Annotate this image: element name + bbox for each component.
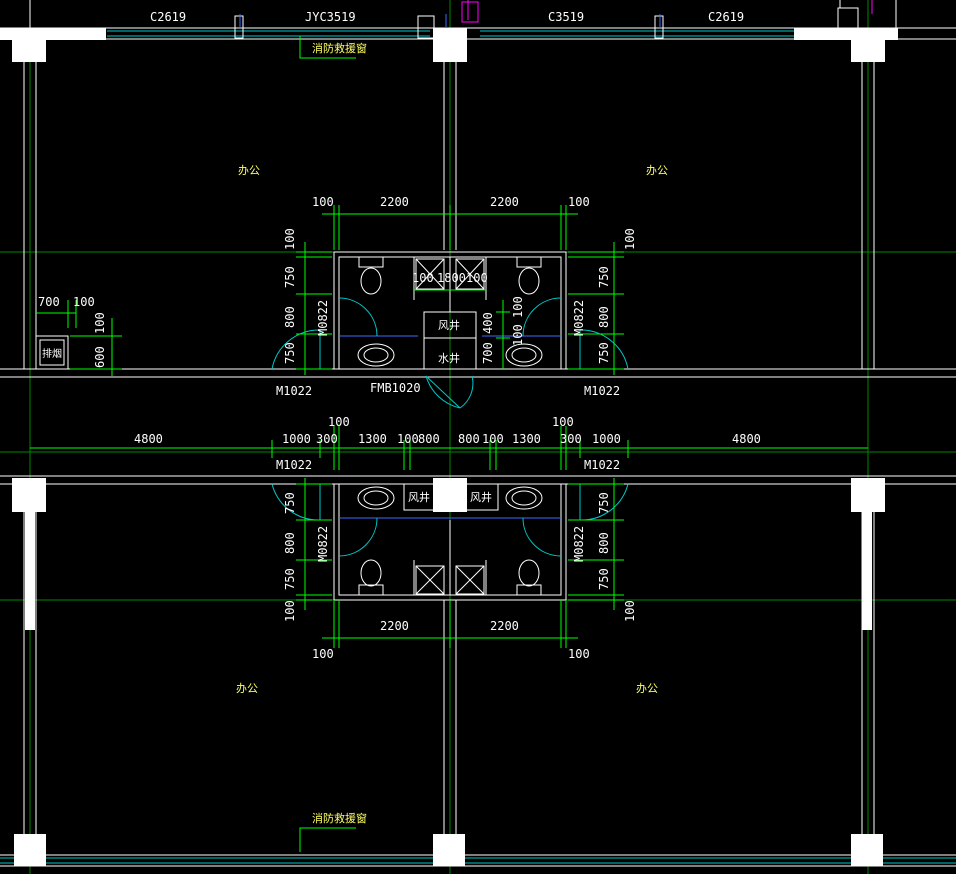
fire-rescue-window-label-top: 消防救援窗 [312, 41, 367, 55]
dim-800-corridor-right: 800 [458, 432, 480, 446]
window-label-c2619-left: C2619 [150, 10, 186, 24]
dim-2200-bottom-left: 2200 [380, 619, 409, 633]
dim-300-right: 300 [560, 432, 582, 446]
window-label-c3519: C3519 [548, 10, 584, 24]
dim-100-left-small: 100 [73, 295, 95, 309]
dim-600-left: 600 [93, 346, 107, 368]
dim-400-core: 400 [481, 312, 495, 334]
dim-100-corridor-left: 100 [328, 415, 350, 429]
dim-750-right-upper-b: 750 [597, 342, 611, 364]
smoke-exhaust-label: 排烟 [42, 347, 62, 360]
dim-100-corridor-right: 100 [552, 415, 574, 429]
dim-750-left-lower-b: 750 [283, 568, 297, 590]
water-shaft-label: 水井 [438, 351, 460, 365]
dim-100-right-lower: 100 [623, 600, 637, 622]
restroom-core-lower [333, 483, 567, 601]
dim-100-left-upper: 100 [283, 228, 297, 250]
dim-4800-right: 4800 [732, 432, 761, 446]
dim-750-right-upper-a: 750 [597, 266, 611, 288]
dim-750-left-upper-b: 750 [283, 342, 297, 364]
smoke-exhaust-box [35, 335, 69, 370]
dim-100-top-right: 100 [568, 195, 590, 209]
dim-2200-bottom-right: 2200 [490, 619, 519, 633]
dim-1300-right: 1300 [512, 432, 541, 446]
blue-marks [239, 14, 661, 28]
dimension-lines [30, 205, 868, 648]
office-label-ne: 办公 [646, 164, 668, 177]
dim-100-left-vertical: 100 [93, 312, 107, 334]
door-fmb1020: FMB1020 [370, 381, 421, 395]
door-m0822-upper-left: M0822 [316, 300, 330, 336]
columns [0, 28, 898, 866]
dim-100-core-d: 100 [511, 324, 525, 346]
walls [0, 27, 956, 867]
air-shaft-label-lower-left: 风井 [408, 490, 430, 504]
dim-800-right-lower: 800 [597, 532, 611, 554]
dim-100-bottom-right: 100 [568, 647, 590, 661]
dim-1300-left: 1300 [358, 432, 387, 446]
air-shaft-label-upper: 风井 [438, 318, 460, 332]
door-m0822-lower-left: M0822 [316, 526, 330, 562]
dim-1000-left: 1000 [282, 432, 311, 446]
dim-100-core-b: 100 [466, 271, 488, 285]
dim-1000-right: 1000 [592, 432, 621, 446]
dim-750-right-lower-a: 750 [597, 492, 611, 514]
top-wall-details [29, 0, 897, 39]
dim-100-corridor-b: 100 [482, 432, 504, 446]
dim-300-left: 300 [316, 432, 338, 446]
dim-750-left-upper-a: 750 [283, 266, 297, 288]
dim-750-right-lower-b: 750 [597, 568, 611, 590]
window-label-jyc3519: JYC3519 [305, 10, 356, 24]
office-label-se: 办公 [636, 682, 658, 695]
magenta-marker [461, 0, 873, 23]
dim-100-bottom-left: 100 [312, 647, 334, 661]
restroom-core-upper [333, 251, 567, 370]
dim-800-right-upper: 800 [597, 306, 611, 328]
office-label-sw: 办公 [236, 682, 258, 695]
dim-1800-core: 1800 [437, 271, 466, 285]
dim-2200-top-left: 2200 [380, 195, 409, 209]
labels: C2619 JYC3519 C3519 C2619 消防救援窗 消防救援窗 办公… [38, 10, 761, 825]
rescue-leaders [299, 36, 356, 852]
dim-4800-left: 4800 [134, 432, 163, 446]
air-shaft-label-lower-right: 风井 [470, 490, 492, 504]
dim-800-left-upper: 800 [283, 306, 297, 328]
door-m0822-upper-right: M0822 [572, 300, 586, 336]
office-label-nw: 办公 [238, 164, 260, 177]
dim-100-corridor-a: 100 [397, 432, 419, 446]
window-label-c2619-right: C2619 [708, 10, 744, 24]
door-m1022-lower-left: M1022 [276, 458, 312, 472]
windows [0, 30, 956, 864]
dim-100-core-a: 100 [412, 271, 434, 285]
dim-100-top-left: 100 [312, 195, 334, 209]
dim-100-right-upper: 100 [623, 228, 637, 250]
door-m1022-upper-left: M1022 [276, 384, 312, 398]
door-m1022-lower-right: M1022 [584, 458, 620, 472]
fire-rescue-window-label-bottom: 消防救援窗 [312, 811, 367, 825]
dim-100-core-c: 100 [511, 296, 525, 318]
dim-750-left-lower-a: 750 [283, 492, 297, 514]
dim-800-corridor-left: 800 [418, 432, 440, 446]
dim-100-left-lower: 100 [283, 600, 297, 622]
dim-800-left-lower: 800 [283, 532, 297, 554]
door-m0822-lower-right: M0822 [572, 526, 586, 562]
dim-700-core: 700 [481, 342, 495, 364]
door-m1022-upper-right: M1022 [584, 384, 620, 398]
dim-2200-top-right: 2200 [490, 195, 519, 209]
dim-700-left: 700 [38, 295, 60, 309]
